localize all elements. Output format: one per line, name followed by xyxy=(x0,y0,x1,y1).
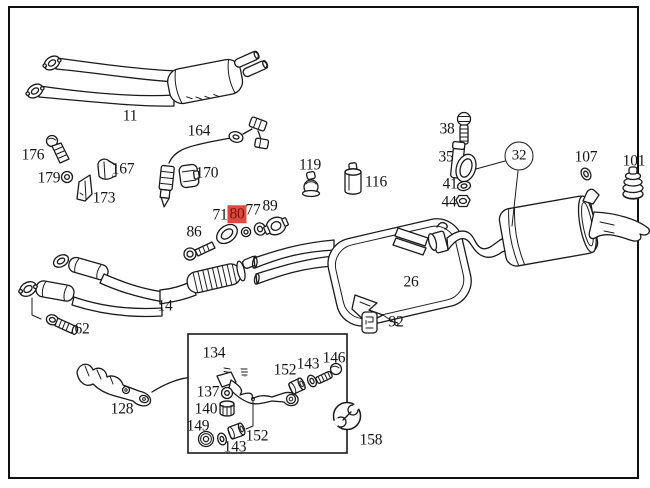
part-label-143[interactable]: 143 xyxy=(296,355,320,373)
part-label-167[interactable]: 167 xyxy=(111,160,135,178)
diagram-frame xyxy=(8,6,639,479)
gasket-cluster-drawing xyxy=(183,216,289,261)
inset-detail-box-drawing xyxy=(187,333,348,454)
rear-connection-drawing xyxy=(392,221,509,258)
part-label-77[interactable]: 77 xyxy=(245,201,261,219)
part-label-146[interactable]: 146 xyxy=(322,349,346,367)
front-pipe-14-drawing xyxy=(18,254,260,336)
part-label-119[interactable]: 119 xyxy=(298,156,322,174)
bracket-hardware-drawing xyxy=(45,134,117,202)
part-label-101[interactable]: 101 xyxy=(622,152,646,170)
hanger-32-drawing xyxy=(450,111,519,227)
part-label-116[interactable]: 116 xyxy=(364,173,388,191)
part-label-128[interactable]: 128 xyxy=(110,400,134,418)
part-label-176[interactable]: 176 xyxy=(21,146,45,164)
part-label-143[interactable]: 143 xyxy=(223,438,247,456)
part-label-179[interactable]: 179 xyxy=(37,169,61,187)
part-label-89[interactable]: 89 xyxy=(262,197,278,215)
rear-muffler-drawing xyxy=(498,166,650,267)
part-label-170[interactable]: 170 xyxy=(195,164,219,182)
part-label-158[interactable]: 158 xyxy=(359,431,383,449)
part-label-152[interactable]: 152 xyxy=(273,361,297,379)
front-pipe-assembly-drawing xyxy=(25,50,269,107)
part-label-107[interactable]: 107 xyxy=(574,148,598,166)
part-label-164[interactable]: 164 xyxy=(187,122,211,140)
part-label-134[interactable]: 134 xyxy=(202,344,226,362)
part-label-14[interactable]: 14 xyxy=(157,297,173,315)
part-label-152[interactable]: 152 xyxy=(245,427,269,445)
part-label-173[interactable]: 173 xyxy=(92,189,116,207)
wrench-icon xyxy=(332,401,362,431)
part-label-149[interactable]: 149 xyxy=(186,417,210,435)
part-label-86[interactable]: 86 xyxy=(186,223,202,241)
part-label-140[interactable]: 140 xyxy=(194,400,218,418)
rubber-mounts-drawing xyxy=(301,162,362,198)
part-label-41[interactable]: 41 xyxy=(442,175,458,193)
oxygen-sensor-drawing xyxy=(158,116,270,208)
part-label-80[interactable]: 80 xyxy=(227,205,247,223)
part-label-71[interactable]: 71 xyxy=(212,206,228,224)
part-label-44[interactable]: 44 xyxy=(441,193,457,211)
part-label-35[interactable]: 35 xyxy=(438,148,454,166)
part-label-38[interactable]: 38 xyxy=(439,120,455,138)
part-label-26[interactable]: 26 xyxy=(403,273,419,291)
part-label-11[interactable]: 11 xyxy=(122,107,138,125)
part-label-62[interactable]: 62 xyxy=(74,320,90,338)
part-label-92[interactable]: 92 xyxy=(388,313,404,331)
part-label-137[interactable]: 137 xyxy=(196,383,220,401)
group-callout-32[interactable]: 32 xyxy=(504,141,534,171)
